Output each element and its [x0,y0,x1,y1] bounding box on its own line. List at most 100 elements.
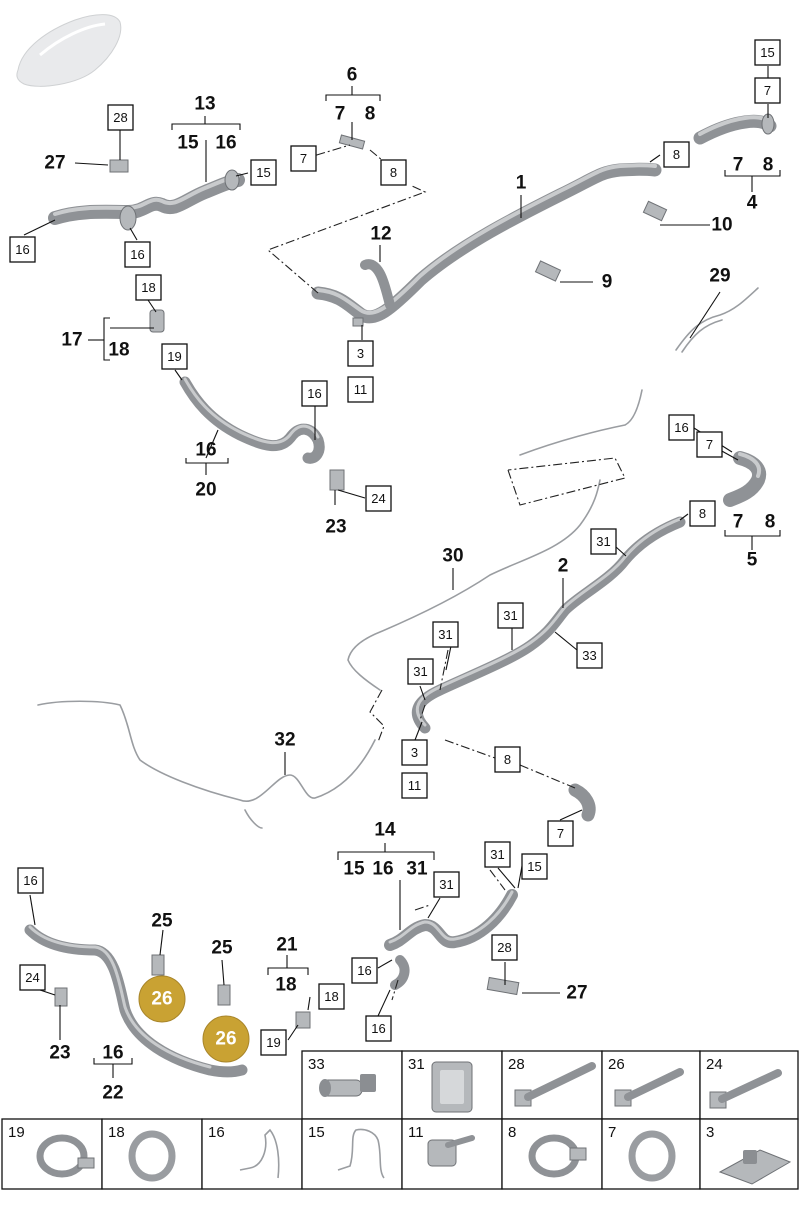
svg-text:31: 31 [413,664,427,679]
box-24-b: 24 [19,964,46,991]
callout-23-a: 23 [325,517,346,538]
box-15-a: 15 [250,159,277,186]
sensor-icon [319,1074,376,1097]
svg-text:24: 24 [25,970,39,985]
box-16-d: 16 [668,414,695,441]
callout-20: 20 [195,480,216,501]
clip-icon [431,1061,473,1113]
svg-text:16: 16 [130,247,144,262]
legend-label-3: 3 [706,1124,714,1141]
svg-text:8: 8 [673,147,680,162]
line-30 [347,389,643,691]
screw-icon [427,1135,475,1167]
box-16-c: 16 [301,380,328,407]
legend-label-19: 19 [8,1124,25,1141]
svg-text:18: 18 [141,280,155,295]
svg-text:7: 7 [300,151,307,166]
hose-12 [360,259,395,310]
callout-16-a: 16 [215,133,236,154]
parts-legend-row-2: 19 18 16 15 11 8 7 3 [1,1118,799,1190]
callout-7-mid: 7 [733,512,744,533]
box-15-c: 15 [521,853,548,880]
leader-lines [23,66,781,1078]
box-11-a: 11 [347,376,374,403]
box-18-a: 18 [135,274,162,301]
callout-31: 31 [406,859,428,880]
callout-18-b: 18 [275,975,296,996]
legend-label-15: 15 [308,1124,325,1141]
box-3-a: 3 [347,340,374,367]
legend-label-7: 7 [608,1124,616,1141]
svg-text:18: 18 [324,989,338,1004]
callout-17: 17 [61,330,82,351]
o-ring-small-icon [628,1130,676,1182]
svg-text:7: 7 [764,83,771,98]
svg-text:16: 16 [357,963,371,978]
svg-text:11: 11 [408,778,422,793]
hose-4 [693,113,777,145]
callout-8-mid: 8 [765,512,776,533]
box-16-b: 16 [124,241,151,268]
svg-text:8: 8 [504,752,511,767]
callout-8-top: 8 [365,104,376,125]
box-7-d: 7 [547,820,574,847]
svg-text:31: 31 [490,847,504,862]
svg-text:16: 16 [674,420,688,435]
callout-10: 10 [711,215,732,236]
box-8-a: 8 [380,159,407,186]
svg-text:16: 16 [371,1021,385,1036]
hose-5 [723,451,766,507]
bracket-parts [54,134,668,1029]
callout-27-a: 27 [44,153,65,174]
callout-13: 13 [194,94,215,115]
svg-text:15: 15 [527,859,541,874]
box-8-c: 8 [689,500,716,527]
gold-callout-26-a: 26 [138,975,186,1023]
bolt-icon [709,1069,782,1109]
callout-16-d: 16 [102,1043,123,1064]
callout-9: 9 [602,272,613,293]
box-8-d: 8 [494,746,521,773]
callout-22: 22 [102,1083,123,1104]
svg-text:31: 31 [503,608,517,623]
car-thumbnail [16,14,122,87]
legend-label-28: 28 [508,1056,525,1073]
box-18-b: 18 [318,983,345,1010]
svg-text:3: 3 [357,346,364,361]
legend-label-18: 18 [108,1124,125,1141]
svg-text:16: 16 [307,386,321,401]
box-7-b: 7 [754,77,781,104]
svg-text:7: 7 [706,437,713,452]
box-31-a: 31 [590,528,617,555]
callout-29: 29 [709,266,730,287]
wire-clip-icon [239,1128,280,1179]
callout-16-c: 16 [372,859,393,880]
callout-21: 21 [276,935,298,956]
hose-20 [149,309,325,464]
hose-clamp-icon [36,1134,95,1178]
callout-6: 6 [347,65,358,86]
hose-22 [24,924,248,1078]
callout-15-b: 15 [343,859,365,880]
box-7-a: 7 [290,145,317,172]
box-31-f: 31 [433,871,460,898]
callout-7-right: 7 [733,155,744,176]
callout-18-a: 18 [108,340,129,361]
box-16-f: 16 [365,1015,392,1042]
callout-23-b: 23 [49,1043,70,1064]
callout-25-a: 25 [151,911,173,932]
legend-label-11: 11 [408,1124,424,1141]
svg-text:11: 11 [354,382,368,397]
callout-15-a: 15 [177,133,199,154]
callout-7-top: 7 [335,104,346,125]
svg-text:28: 28 [113,110,127,125]
line-29 [675,287,759,353]
svg-text:28: 28 [497,940,511,955]
legend-label-26: 26 [608,1056,625,1073]
box-28-b: 28 [491,934,518,961]
callout-16-b: 16 [195,440,216,461]
legend-label-16: 16 [208,1124,225,1141]
box-16-a: 16 [9,236,36,263]
o-ring-icon [128,1130,176,1182]
callout-32: 32 [274,730,295,751]
